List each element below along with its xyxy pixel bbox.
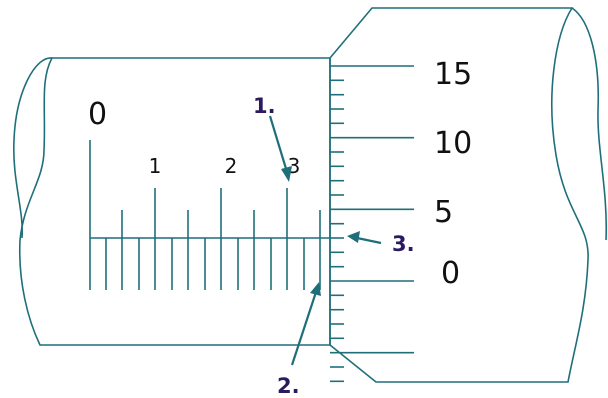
callout-1-label: 1. — [253, 94, 276, 118]
sleeve-left-end-curve — [12, 57, 53, 239]
callout-3-arrowhead — [347, 231, 360, 243]
thimble-number-10: 10 — [434, 126, 472, 161]
callout-2-arrowhead — [310, 282, 321, 296]
thimble — [329, 7, 608, 383]
sleeve-scale: 0 1 2 3 — [88, 97, 330, 290]
thimble-right-end-curve — [571, 7, 608, 241]
callout-2: 2. — [277, 282, 321, 398]
callout-3-arrow — [356, 236, 382, 245]
callout-2-label: 2. — [277, 374, 300, 398]
callout-1-arrow — [268, 115, 289, 173]
sleeve — [12, 57, 331, 346]
callout-1-arrowhead — [281, 166, 292, 182]
callout-1: 1. — [253, 94, 292, 182]
thimble-number-0: 0 — [441, 256, 460, 291]
sleeve-outline — [18, 57, 331, 346]
sleeve-number-2: 2 — [225, 154, 238, 178]
callout-2-arrow — [290, 291, 318, 366]
callout-3-label: 3. — [392, 232, 415, 256]
thimble-scale — [330, 65, 414, 383]
thimble-number-15: 15 — [434, 57, 472, 92]
sleeve-number-1: 1 — [149, 154, 162, 178]
sleeve-zero-label: 0 — [88, 97, 107, 132]
callout-3: 3. — [347, 231, 415, 256]
thimble-outline — [329, 7, 589, 383]
thimble-number-5: 5 — [434, 195, 453, 230]
thimble-numbers: 15 10 5 0 — [434, 57, 472, 291]
